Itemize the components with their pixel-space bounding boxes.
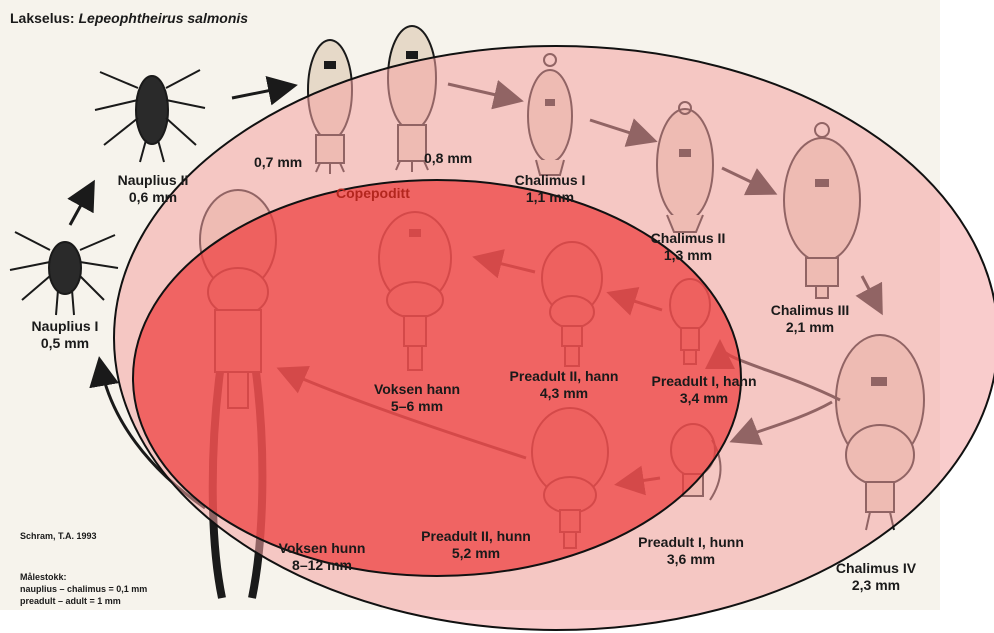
label-copepodid: Copepoditt	[336, 185, 410, 202]
scale-note: Målestokk: nauplius – chalimus = 0,1 mm …	[20, 571, 147, 607]
label-copepodid-size-a: 0,7 mm	[254, 154, 302, 171]
diagram-title: Lakselus: Lepeophtheirus salmonis	[10, 10, 248, 26]
scale-line-2: preadult – adult = 1 mm	[20, 595, 147, 607]
scale-heading: Målestokk:	[20, 571, 147, 583]
source-credit: Schram, T.A. 1993	[20, 530, 97, 542]
scale-line-1: nauplius – chalimus = 0,1 mm	[20, 583, 147, 595]
label-copepodid-size-b: 0,8 mm	[424, 150, 472, 167]
species-name: Lepeophtheirus salmonis	[78, 10, 248, 26]
